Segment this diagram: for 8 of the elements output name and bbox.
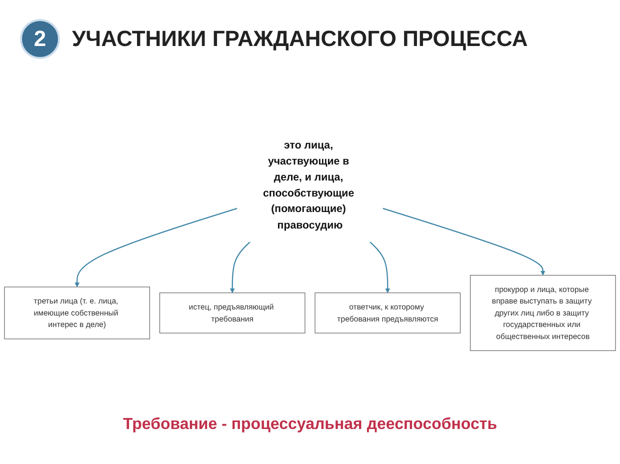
arrow bbox=[74, 208, 238, 288]
caption: Требование - процессуальная дееспособность bbox=[122, 416, 498, 434]
title: УЧАСТНИКИ ГРАЖДАНСКОГО ПРОЦЕССА bbox=[72, 26, 528, 52]
arrow bbox=[369, 241, 390, 293]
arrow bbox=[230, 241, 251, 293]
node-text: это лица, участвующие в деле, и лица, способствующие (помогающие) правосудию bbox=[262, 139, 354, 231]
arrow bbox=[382, 208, 546, 276]
number-badge: 2 bbox=[20, 19, 60, 59]
